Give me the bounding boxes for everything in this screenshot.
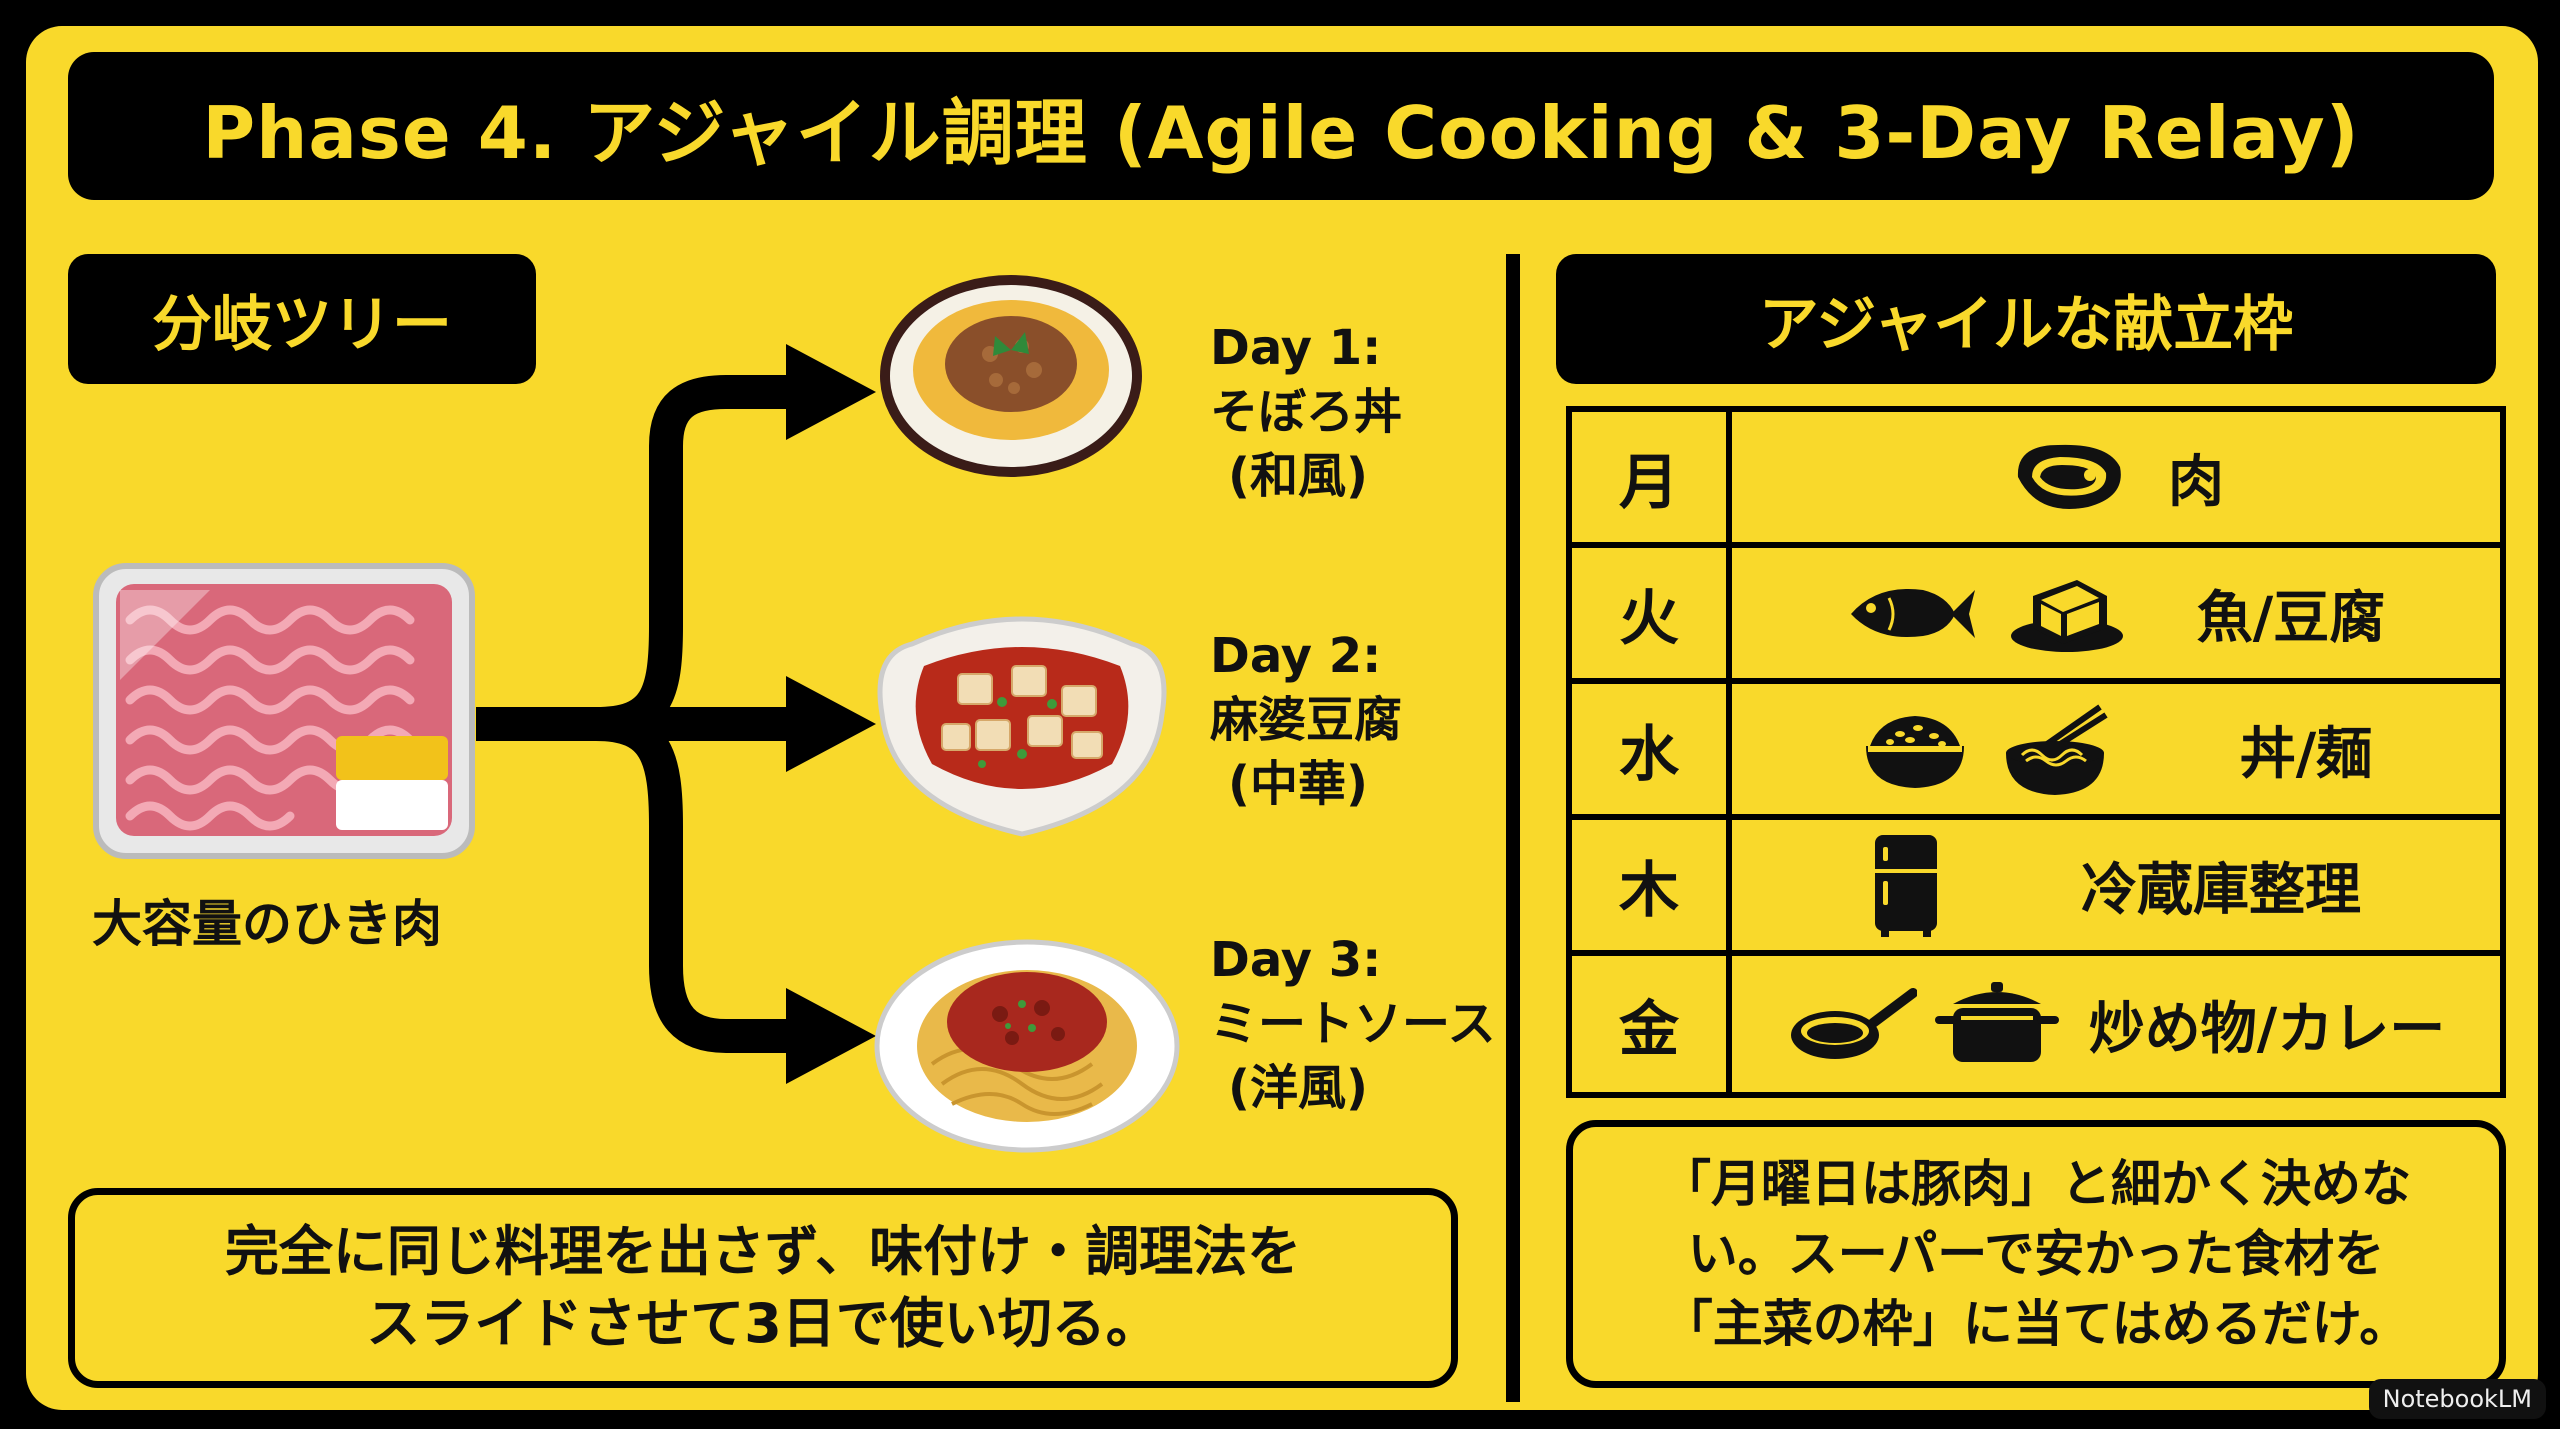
noodle-bowl-icon (2005, 704, 2108, 795)
day1-label: Day 1: (1210, 320, 1382, 376)
row-mon-day: 月 (1572, 412, 1732, 548)
right-note-line-1: 「月曜日は豚肉」と細かく決めな (1661, 1155, 2411, 1213)
meat-icon (2017, 444, 2121, 509)
day-fri: 金 (1619, 994, 1679, 1065)
day3-dish: ミートソース (1210, 996, 1496, 1052)
row-thu-content: 冷蔵庫整理 (1732, 820, 2500, 956)
right-note-line-2: い。スーパーで安かった食材を (1687, 1225, 2385, 1283)
left-note-line-2: スライドさせて3日で使い切る。 (366, 1292, 1160, 1355)
mon-label: 肉 (2168, 449, 2224, 515)
soboro-don-bowl-icon (880, 275, 1142, 477)
left-note-line-1: 完全に同じ料理を出さず、味付け・調理法を (224, 1220, 1302, 1283)
day1-dish: そぼろ丼 (1210, 384, 1403, 440)
day-tue: 火 (1619, 583, 1679, 654)
day2-style: (中華) (1228, 756, 1368, 812)
ground-meat-package-icon (93, 563, 475, 859)
tue-label: 魚/豆腐 (2196, 585, 2386, 651)
branch-arrows (476, 344, 876, 1084)
day-mon: 月 (1619, 447, 1679, 518)
day2-dish: 麻婆豆腐 (1210, 692, 1403, 748)
fridge-icon (1875, 835, 1937, 937)
right-note-line-3: 「主菜の枠」に当てはめるだけ。 (1662, 1295, 2410, 1353)
notebooklm-watermark: NotebookLM (2368, 1379, 2546, 1419)
branch-tree-header-label: 分岐ツリー (152, 289, 452, 360)
row-wed-content: 丼/麺 (1732, 684, 2500, 820)
mapo-tofu-dish-icon (877, 616, 1167, 837)
outer-frame: Phase 4. アジャイル調理 (Agile Cooking & 3-Day … (4, 4, 2552, 1424)
slide: Phase 4. アジャイル調理 (Agile Cooking & 3-Day … (26, 26, 2538, 1410)
thu-label: 冷蔵庫整理 (2081, 857, 2361, 923)
fri-label: 炒め物/カレー (2088, 996, 2446, 1062)
frying-pan-icon (1790, 988, 1917, 1059)
day1-style: (和風) (1228, 448, 1368, 504)
day2-text: Day 2: 麻婆豆腐 (中華) (1210, 624, 1402, 816)
source-label: 大容量のひき肉 (92, 895, 442, 953)
right-note-box: 「月曜日は豚肉」と細かく決めな い。スーパーで安かった食材を 「主菜の枠」に当て… (1566, 1120, 2506, 1388)
meat-sauce-pasta-icon (874, 939, 1180, 1153)
rice-bowl-icon (1865, 716, 1964, 788)
section-divider (1506, 254, 1520, 1402)
row-thu-day: 木 (1572, 820, 1732, 956)
day1-text: Day 1: そぼろ丼 (和風) (1210, 316, 1402, 508)
branch-tree-header: 分岐ツリー (68, 254, 536, 384)
row-wed-day: 水 (1572, 684, 1732, 820)
weekly-menu-grid: 月 肉 火 (1566, 406, 2506, 1098)
fish-icon (1850, 589, 1975, 638)
day-thu: 木 (1619, 855, 1679, 926)
day2-label: Day 2: (1210, 628, 1382, 684)
row-fri-day: 金 (1572, 956, 1732, 1092)
tofu-icon (2010, 580, 2123, 652)
page-title: Phase 4. アジャイル調理 (Agile Cooking & 3-Day … (202, 90, 2360, 175)
day3-style: (洋風) (1228, 1060, 1368, 1116)
row-tue-day: 火 (1572, 548, 1732, 684)
day3-text: Day 3: ミートソース (洋風) (1210, 928, 1496, 1120)
day3-label: Day 3: (1210, 932, 1382, 988)
day-wed: 水 (1619, 719, 1679, 790)
menu-frame-header: アジャイルな献立枠 (1556, 254, 2496, 384)
row-tue-content: 魚/豆腐 (1732, 548, 2500, 684)
watermark-label: NotebookLM (2382, 1385, 2532, 1413)
left-note-box: 完全に同じ料理を出さず、味付け・調理法を スライドさせて3日で使い切る。 (68, 1188, 1458, 1388)
row-mon-content: 肉 (1732, 412, 2500, 548)
wed-label: 丼/麺 (2239, 721, 2373, 787)
pot-icon (1934, 982, 2059, 1062)
row-fri-content: 炒め物/カレー (1732, 956, 2500, 1092)
menu-frame-header-label: アジャイルな献立枠 (1758, 289, 2294, 360)
title-bar: Phase 4. アジャイル調理 (Agile Cooking & 3-Day … (68, 52, 2494, 200)
